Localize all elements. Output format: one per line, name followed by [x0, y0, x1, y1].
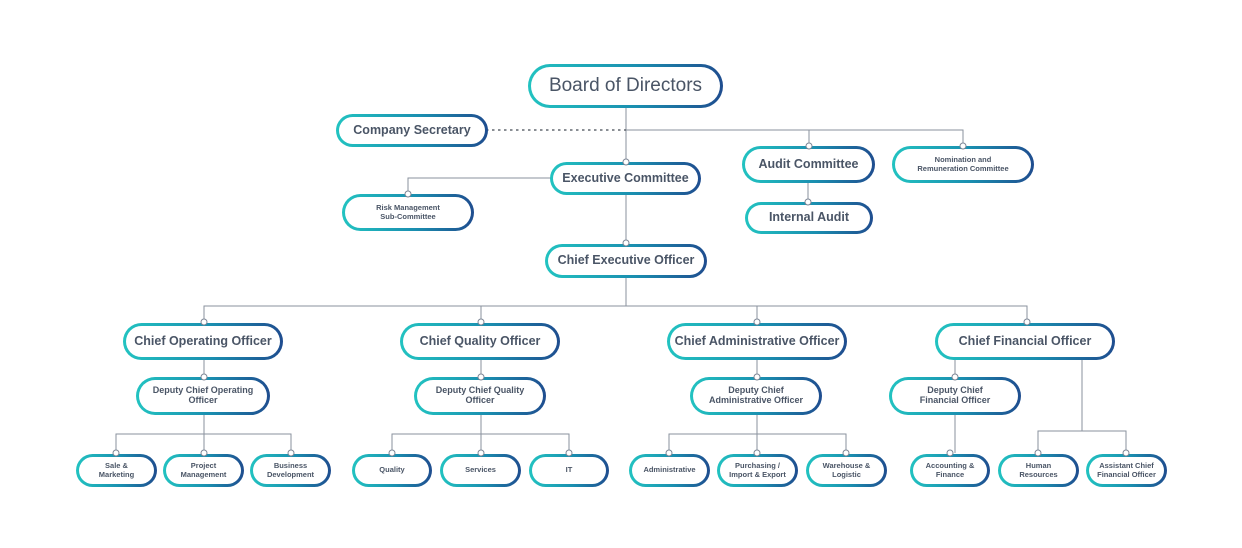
company-secretary: Company Secretary: [336, 114, 488, 147]
connector-dot: [951, 373, 959, 381]
connector-dot: [1034, 449, 1042, 457]
deputy-chief-quality-officer: Deputy Chief Quality Officer: [414, 377, 546, 415]
connector-dot: [665, 449, 673, 457]
deputy-chief-administrative-officer: Deputy Chief Administrative Officer: [690, 377, 822, 415]
chief-operating-officer: Chief Operating Officer: [123, 323, 283, 360]
quality: Quality: [352, 454, 432, 487]
connector-dot: [959, 142, 967, 150]
deputy-chief-financial-officer: Deputy Chief Financial Officer: [889, 377, 1021, 415]
chief-financial-officer: Chief Financial Officer: [935, 323, 1115, 360]
connector-dot: [753, 373, 761, 381]
human-resources: Human Resources: [998, 454, 1079, 487]
connector-dot: [565, 449, 573, 457]
connector-dot: [842, 449, 850, 457]
audit-committee: Audit Committee: [742, 146, 875, 183]
connector-dot: [804, 198, 812, 206]
connector-dot: [200, 318, 208, 326]
business-development: Business Development: [250, 454, 331, 487]
nomination-remuneration-committee: Nomination and Remuneration Committee: [892, 146, 1034, 183]
purchasing-import-export: Purchasing / Import & Export: [717, 454, 798, 487]
connector-dot: [805, 142, 813, 150]
connector-dot: [388, 449, 396, 457]
connector-dot: [622, 158, 630, 166]
chief-executive-officer: Chief Executive Officer: [545, 244, 707, 278]
connector-dot: [200, 449, 208, 457]
connector-dot: [477, 373, 485, 381]
it: IT: [529, 454, 609, 487]
connector-dot: [287, 449, 295, 457]
executive-committee: Executive Committee: [550, 162, 701, 195]
connector-dot: [404, 190, 412, 198]
connector-dot: [112, 449, 120, 457]
connector-dot: [753, 449, 761, 457]
risk-management-committee: Risk Management Sub-Committee: [342, 194, 474, 231]
risk-connector: [407, 177, 552, 194]
internal-audit: Internal Audit: [745, 202, 873, 234]
board-connector: [625, 106, 964, 145]
connector-dot: [753, 318, 761, 326]
sale-marketing: Sale & Marketing: [76, 454, 157, 487]
chief-quality-officer: Chief Quality Officer: [400, 323, 560, 360]
deputy-chief-operating-officer: Deputy Chief Operating Officer: [136, 377, 270, 415]
accounting-finance: Accounting & Finance: [910, 454, 990, 487]
connector-dot: [477, 318, 485, 326]
administrative: Administrative: [629, 454, 710, 487]
connector-dot: [477, 449, 485, 457]
connector-dot: [622, 239, 630, 247]
chiefs-bus: [203, 305, 1028, 322]
chief-administrative-officer: Chief Administrative Officer: [667, 323, 847, 360]
project-management: Project Management: [163, 454, 244, 487]
connector-dot: [1122, 449, 1130, 457]
connector-dot: [946, 449, 954, 457]
warehouse-logistic: Warehouse & Logistic: [806, 454, 887, 487]
services: Services: [440, 454, 521, 487]
connector-dot: [200, 373, 208, 381]
connector-dot: [1023, 318, 1031, 326]
board-of-directors: Board of Directors: [528, 64, 723, 108]
assistant-chief-financial-officer: Assistant Chief Financial Officer: [1086, 454, 1167, 487]
